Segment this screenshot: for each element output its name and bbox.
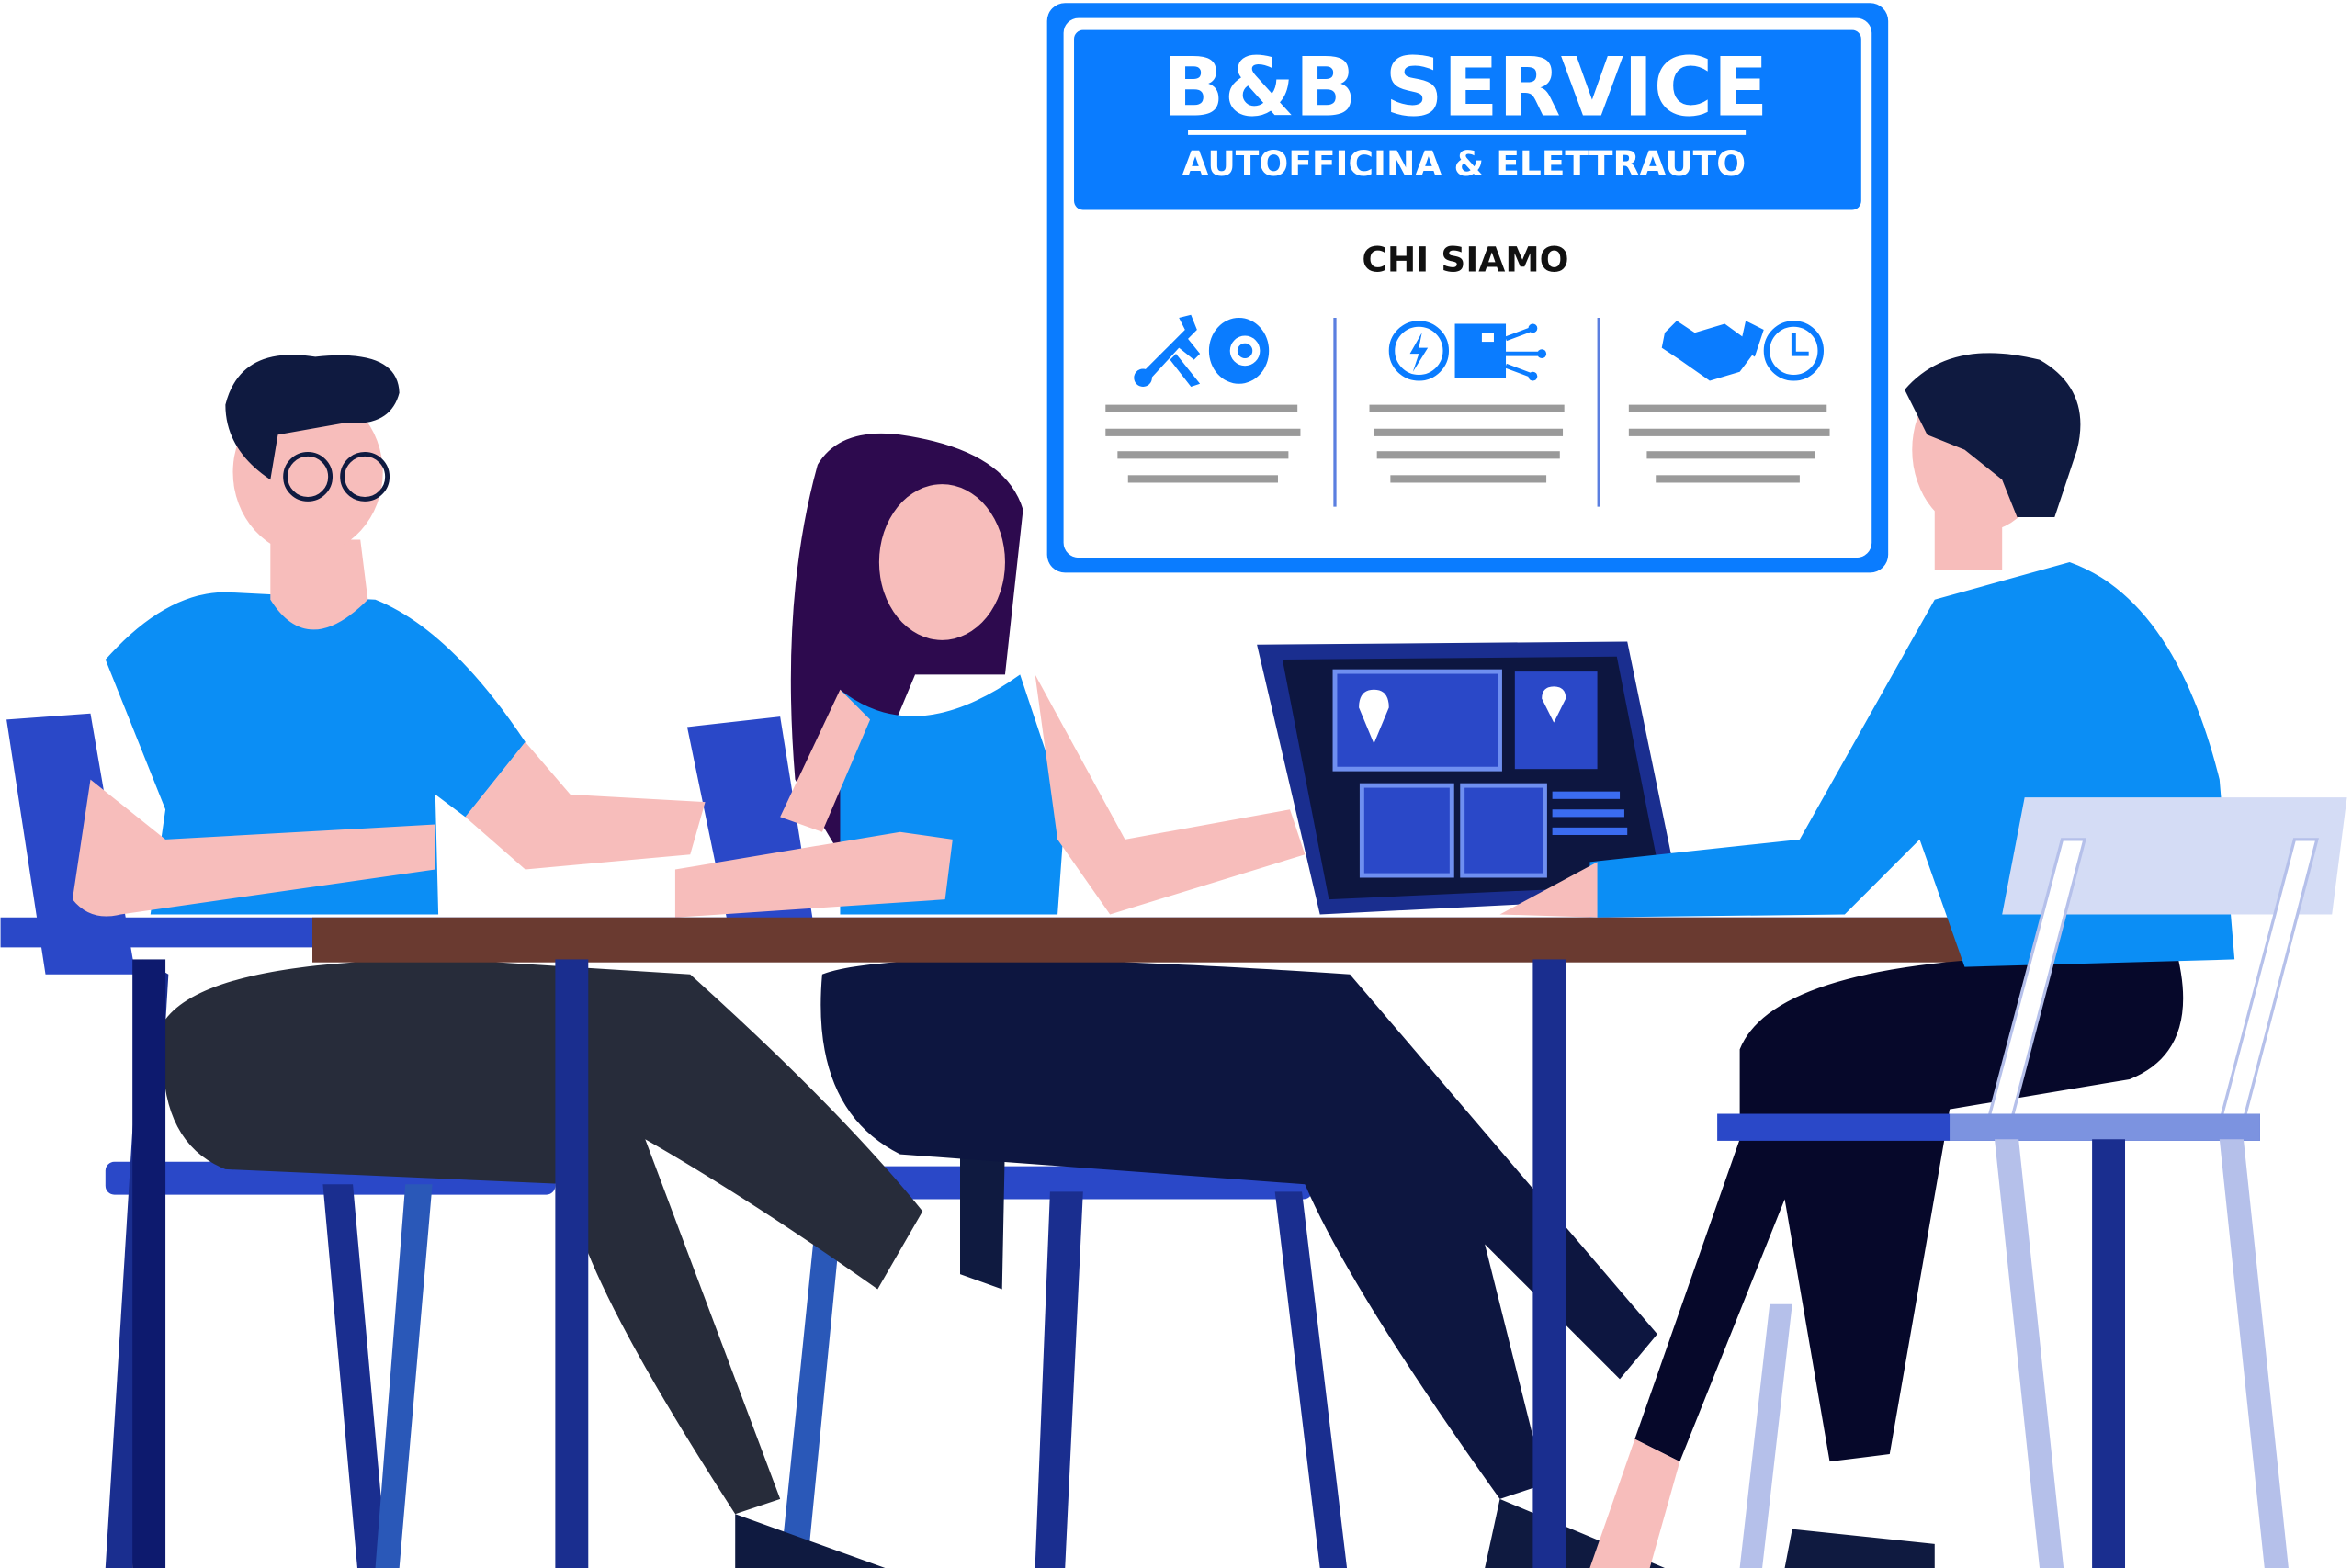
screen-map-panel [1332, 669, 1502, 772]
company-sign: B&B SERVICE AUTOFFICINA & ELETTRAUTO CHI… [1046, 3, 1889, 573]
sign-title: B&B SERVICE [1162, 40, 1768, 135]
table [0, 917, 1968, 1568]
wrench-tire-icon [1134, 314, 1270, 388]
handshake-clock-icon [1661, 321, 1824, 381]
lightning-circuit-icon [1388, 321, 1547, 381]
location-pin-icon [1542, 686, 1566, 723]
section-heading: CHI SIAMO [1362, 239, 1568, 279]
sign-divider [1188, 130, 1747, 135]
laptop [1257, 641, 1680, 915]
sign-header [1074, 29, 1861, 210]
sign-subtitle: AUTOFFICINA & ELETTRAUTO [1182, 143, 1746, 184]
man-left [72, 355, 1005, 1568]
woman-middle [674, 433, 1666, 1568]
chair-right [1717, 797, 2347, 1568]
glasses [283, 452, 334, 502]
location-pin-icon [1359, 689, 1389, 744]
feature-description-lines [1105, 404, 1830, 483]
